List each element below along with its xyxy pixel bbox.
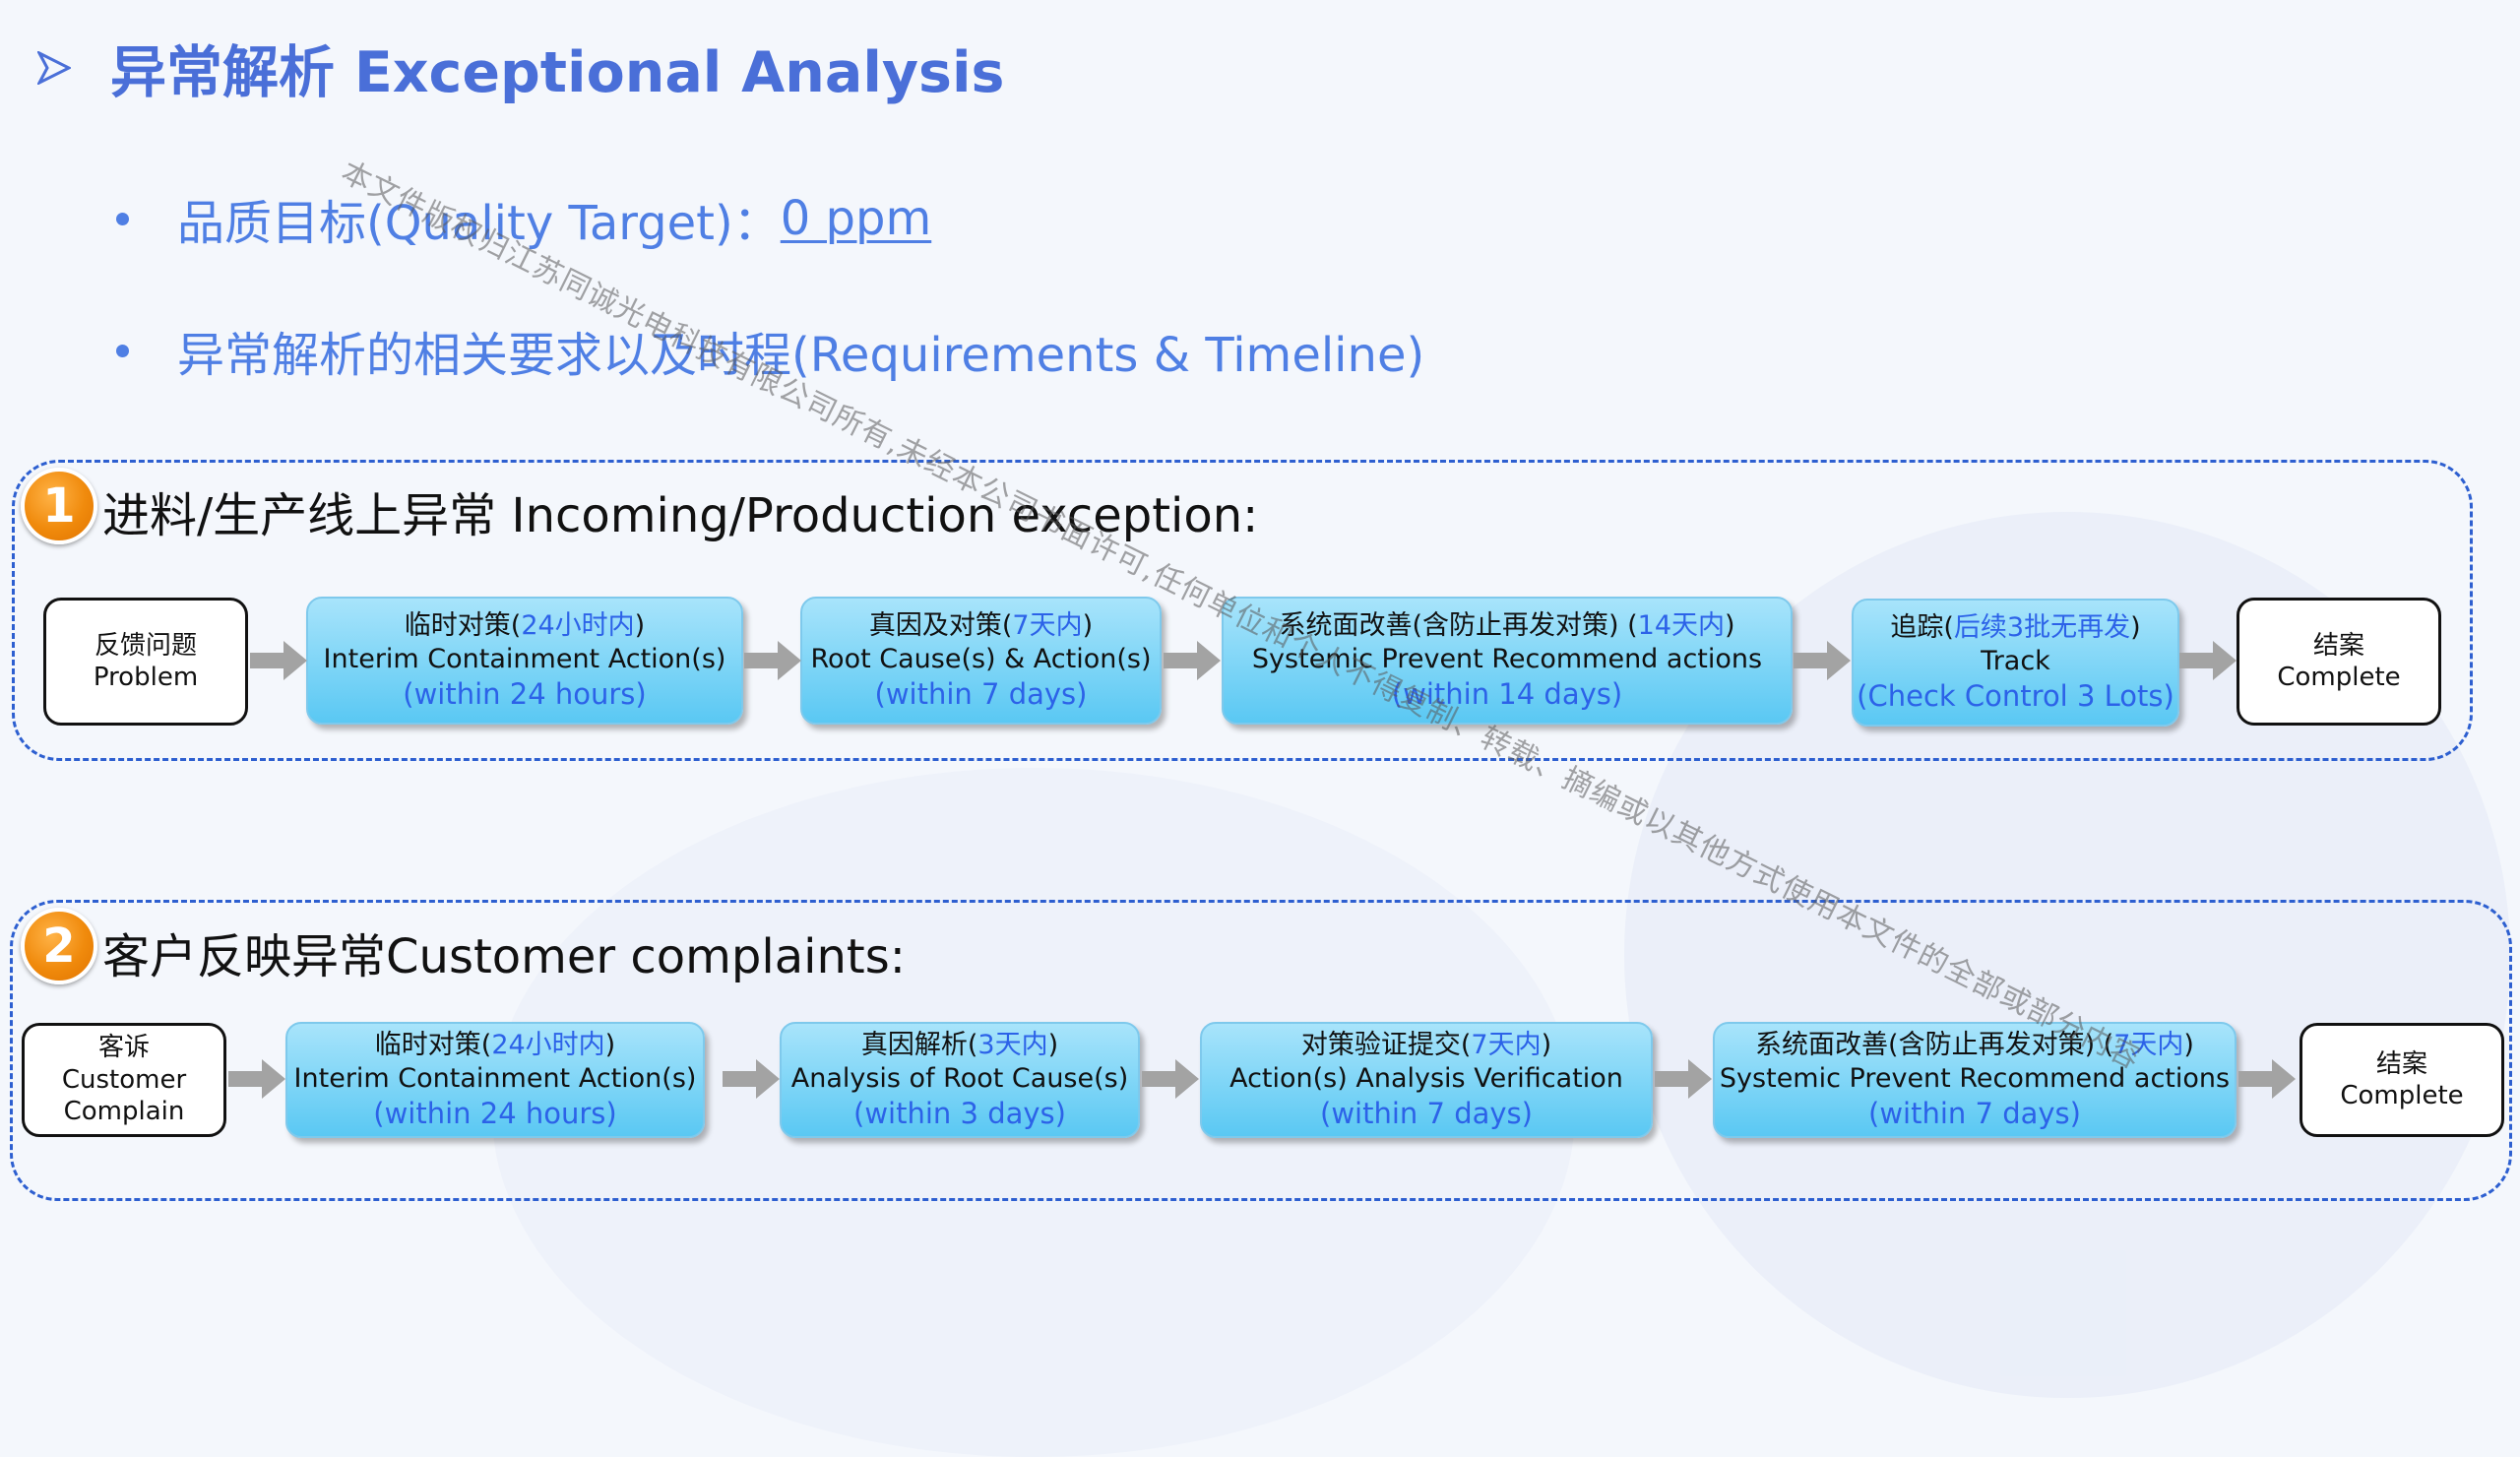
flow-arrow-icon (1794, 641, 1851, 680)
bullet-dot-icon (116, 344, 129, 357)
bullet-quality-target: 品质目标(Quality Target)：0 ppm (116, 184, 931, 253)
flow-step-interim-containment: 临时对策(24小时内) Interim Containment Action(s… (306, 597, 743, 725)
flow-arrow-icon (723, 1059, 780, 1099)
flow-arrow-icon (2238, 1059, 2296, 1099)
bullet-dot-icon (116, 212, 129, 225)
quality-target-label: 品质目标(Quality Target)： (177, 196, 781, 251)
section-number-badge: 1 (21, 468, 97, 544)
section-customer-complaints (10, 900, 2512, 1201)
flow-step-customer-complain: 客诉 Customer Complain (22, 1023, 226, 1137)
section-title: 进料/生产线上异常 Incoming/Production exception: (102, 488, 1259, 543)
flow-arrow-icon (2179, 641, 2236, 680)
flow-arrow-icon (1655, 1059, 1712, 1099)
flow-step-complete: 结案 Complete (2236, 598, 2441, 726)
flow-step-systemic-prevent: 系统面改善(含防止再发对策) (7天内) Systemic Prevent Re… (1713, 1022, 2236, 1138)
flow-step-interim-containment: 临时对策(24小时内) Interim Containment Action(s… (285, 1022, 705, 1138)
flow-step-track: 追踪(后续3批无再发) Track (Check Control 3 Lots) (1852, 599, 2179, 727)
flow-arrow-icon (1142, 1059, 1199, 1099)
quality-target-value: 0 ppm (780, 191, 932, 246)
flow-arrow-icon (228, 1059, 285, 1099)
arrowhead-bullet-icon (37, 51, 71, 85)
section-incoming-production (12, 460, 2473, 761)
flow-arrow-icon (1164, 641, 1221, 680)
flow-arrow-icon (250, 641, 307, 680)
flow-step-root-cause-analysis: 真因解析(3天内) Analysis of Root Cause(s) (wit… (780, 1022, 1140, 1138)
flow-step-action-verification: 对策验证提交(7天内) Action(s) Analysis Verificat… (1200, 1022, 1653, 1138)
title-row: 异常解析 Exceptional Analysis (37, 33, 1004, 105)
flow-step-systemic-prevent: 系统面改善(含防止再发对策) (14天内) Systemic Prevent R… (1222, 597, 1793, 725)
bullet-requirements: 异常解析的相关要求以及时程(Requirements & Timeline) (116, 316, 1424, 385)
section-number-badge: 2 (21, 908, 97, 984)
page-title: 异常解析 Exceptional Analysis (110, 40, 1005, 105)
flow-arrow-icon (744, 641, 801, 680)
requirements-label: 异常解析的相关要求以及时程(Requirements & Timeline) (177, 328, 1425, 383)
flow-step-root-cause: 真因及对策(7天内) Root Cause(s) & Action(s) (wi… (800, 597, 1162, 725)
flow-step-problem: 反馈问题 Problem (43, 598, 248, 726)
flow-step-complete: 结案 Complete (2300, 1023, 2504, 1137)
section-title: 客户反映异常Customer complaints: (102, 929, 906, 984)
